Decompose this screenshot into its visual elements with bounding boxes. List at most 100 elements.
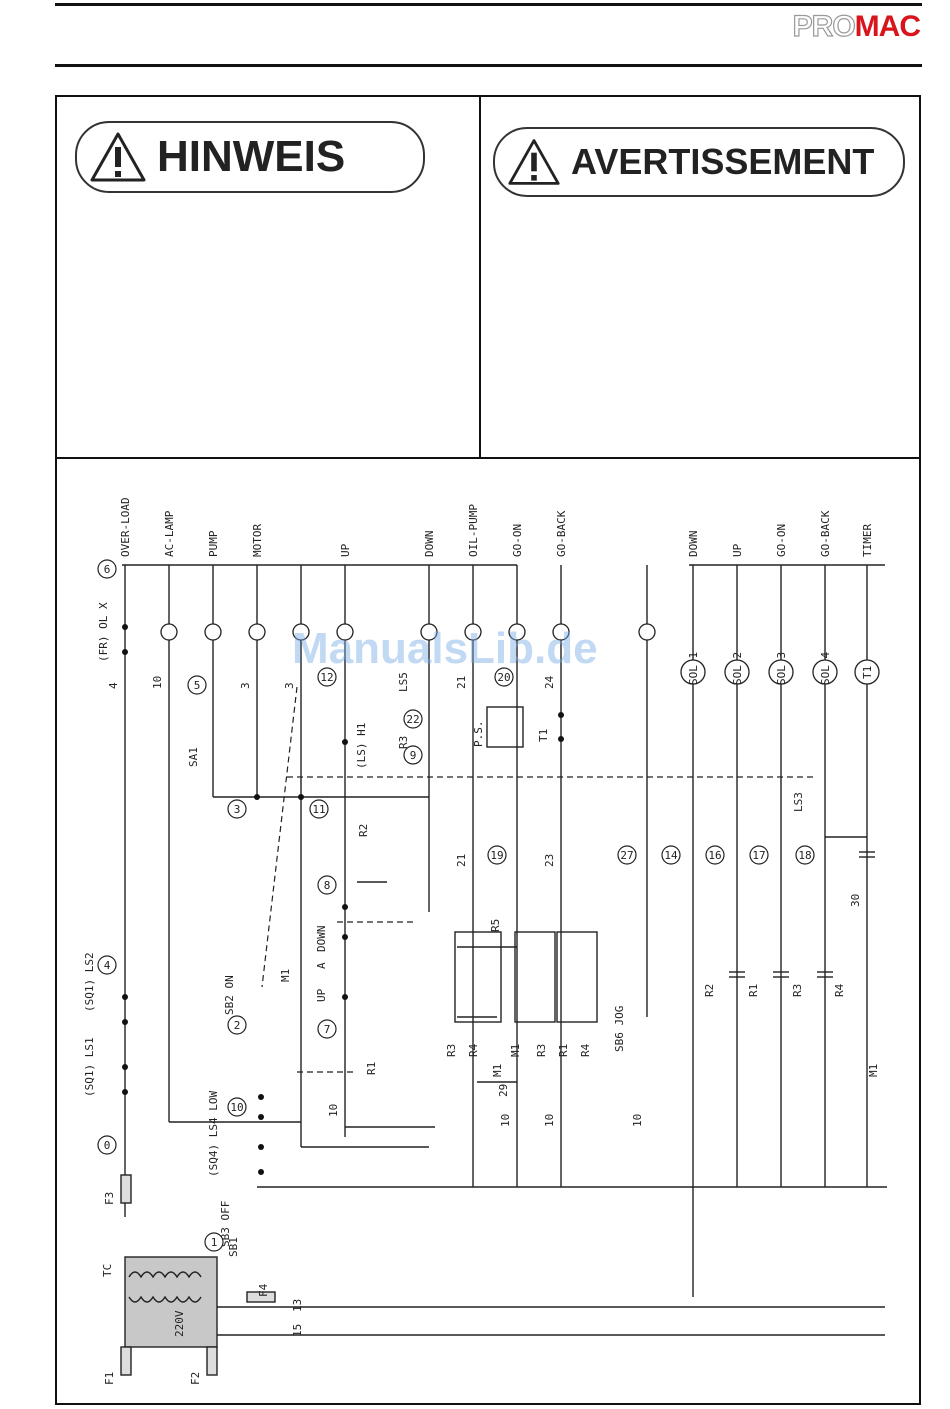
comp-label: R3	[397, 736, 410, 749]
comp-label: (FR) OL X	[97, 602, 110, 662]
node-number: 10	[230, 1101, 243, 1114]
warning-badge-fr: AVERTISSEMENT	[493, 127, 905, 197]
wire-number: 21	[455, 854, 468, 867]
comp-label: SB3 OFF	[219, 1201, 232, 1247]
comp-label: F2	[189, 1372, 202, 1385]
wire-number: 13	[291, 1299, 304, 1312]
wire-number: 15	[291, 1324, 304, 1337]
node-number: 19	[490, 849, 503, 862]
wire-number: 10	[499, 1114, 512, 1127]
warning-title-fr: AVERTISSEMENT	[571, 141, 875, 182]
node-number: 22	[406, 713, 419, 726]
wire-number-labels: 4 10 3 3 21 24 21 23 29 10 10 10 10 30 1…	[107, 675, 862, 1337]
comp-label: F1	[103, 1372, 116, 1385]
promac-logo: PROMAC	[792, 9, 921, 43]
header-rule	[55, 64, 922, 67]
col-label: MOTOR	[251, 524, 264, 557]
comp-label: M1	[279, 969, 292, 982]
col-label: UP	[339, 543, 352, 557]
comp-label: R4	[467, 1043, 480, 1057]
comp-label: M1	[867, 1064, 880, 1077]
comp-label: F4	[257, 1283, 270, 1297]
node-number: 27	[620, 849, 633, 862]
comp-label: R3	[791, 984, 804, 997]
comp-label: (LS) H1	[355, 723, 368, 769]
node-number: 6	[104, 563, 111, 576]
comp-label: R4	[579, 1043, 592, 1057]
component-labels: (FR) OL X SA1 LS5 R3 (LS) H1 R2 SB2 ON M…	[83, 602, 880, 1385]
comp-label: R3	[445, 1044, 458, 1057]
col-label: OVER-LOAD	[119, 497, 132, 557]
node-number: 3	[234, 803, 241, 816]
column-labels: OVER-LOAD AC-LAMP PUMP MOTOR UP DOWN OIL…	[119, 497, 874, 557]
col-label: AC-LAMP	[163, 510, 176, 557]
wire-number: 29	[497, 1084, 510, 1097]
node-number: 9	[410, 749, 417, 762]
comp-label: R4	[833, 983, 846, 997]
col-label: GO-ON	[511, 524, 524, 557]
warning-divider	[479, 97, 481, 457]
comp-label: R5	[489, 919, 502, 932]
comp-label: R3	[535, 1044, 548, 1057]
col-label: DOWN	[423, 531, 436, 558]
col-label: DOWN	[687, 531, 700, 558]
warning-triangle-icon	[508, 139, 560, 185]
comp-label: DOWN	[315, 926, 328, 953]
wire-number: 4	[107, 682, 120, 689]
wire-number: 10	[631, 1114, 644, 1127]
col-label: GO-ON	[775, 524, 788, 557]
node-number: 1	[211, 1236, 218, 1249]
col-label: TIMER	[861, 524, 874, 557]
comp-label: SOL 3	[775, 652, 788, 685]
wire-number: 10	[543, 1114, 556, 1127]
wire-number: 21	[455, 676, 468, 689]
comp-label: T1	[861, 666, 874, 679]
comp-label: SB6 JOG	[613, 1006, 626, 1052]
comp-label: A	[315, 962, 328, 969]
warning-row: HINWEIS AVERTISSEMENT	[57, 97, 919, 459]
col-label: GO-BACK	[819, 510, 832, 557]
comp-label: R1	[365, 1062, 378, 1075]
wire-number: 3	[239, 682, 252, 689]
node-number: 11	[312, 803, 325, 816]
comp-label: R1	[557, 1044, 570, 1057]
wire-number: 10	[327, 1104, 340, 1117]
comp-label: P.S.	[472, 721, 485, 748]
content-frame: HINWEIS AVERTISSEMENT	[55, 95, 921, 1405]
node-number: 7	[324, 1023, 331, 1036]
comp-label: LS3	[792, 792, 805, 812]
wire-number: 24	[543, 675, 556, 689]
node-number: 4	[104, 959, 111, 972]
comp-label: SB2 ON	[223, 975, 236, 1015]
node-number: 12	[320, 671, 333, 684]
warning-badge-de: HINWEIS	[75, 121, 425, 193]
node-number: 5	[194, 679, 201, 692]
wiring-diagram: OVER-LOAD AC-LAMP PUMP MOTOR UP DOWN OIL…	[83, 497, 887, 1385]
comp-label: R1	[747, 984, 760, 997]
comp-label: SOL 4	[819, 652, 832, 685]
comp-label: M1	[491, 1064, 504, 1077]
col-label: GO-BACK	[555, 510, 568, 557]
node-number: 17	[752, 849, 765, 862]
warning-triangle-icon	[90, 132, 146, 182]
comp-label: (SQ4) LS4 LOW	[207, 1091, 220, 1177]
comp-label: F3	[103, 1192, 116, 1205]
top-rule	[55, 3, 922, 6]
comp-label: (SQ1) LS1	[83, 1037, 96, 1097]
node-number: 0	[104, 1139, 111, 1152]
comp-label: (SQ1) LS2	[83, 952, 96, 1012]
comp-label: SOL 1	[687, 652, 700, 685]
comp-label: SA1	[187, 747, 200, 767]
comp-label: T1	[537, 729, 550, 742]
comp-label: R2	[703, 984, 716, 997]
col-label: PUMP	[207, 530, 220, 557]
wire-number: 3	[283, 682, 296, 689]
node-number: 14	[664, 849, 678, 862]
col-label: UP	[731, 543, 744, 557]
comp-label: SB1	[227, 1237, 240, 1257]
col-label: OIL-PUMP	[467, 504, 480, 557]
warning-title-de: HINWEIS	[157, 132, 346, 181]
comp-label: R2	[357, 824, 370, 837]
node-number: 2	[234, 1019, 241, 1032]
node-number: 20	[497, 671, 510, 684]
